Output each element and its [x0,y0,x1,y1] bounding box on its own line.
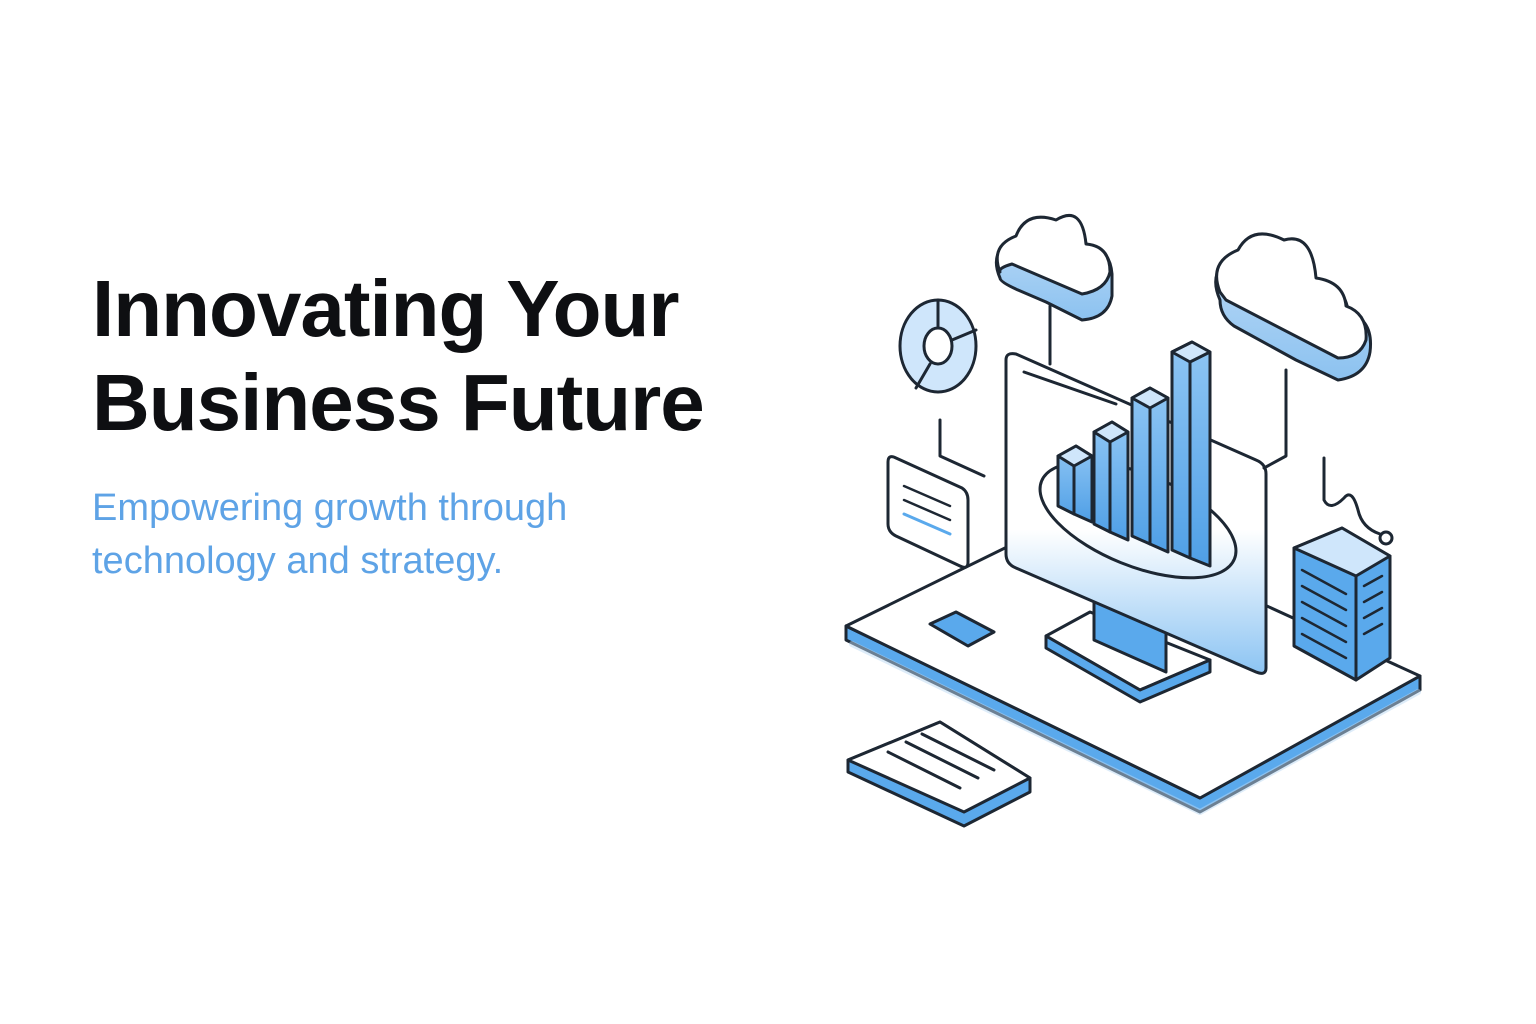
hero-text-block: Innovating Your Business Future Empoweri… [92,262,812,588]
subtitle-line-2: technology and strategy. [92,540,504,582]
cloud-icon [1214,232,1373,382]
headline-line-2: Business Future [92,358,705,447]
connector-lines [938,304,1394,546]
keyboard-icon [846,720,1032,828]
monitor-stand [1044,598,1212,704]
page-title: Innovating Your Business Future [92,262,812,450]
subtitle-line-1: Empowering growth through [92,487,568,529]
donut-chart-icon [898,298,978,394]
cloud-icon [995,214,1114,322]
bar-chart-icon [1056,340,1212,568]
server-icon [1292,526,1392,682]
mouse-icon [928,610,996,648]
page-subtitle: Empowering growth through technology and… [92,482,812,588]
document-card-icon [886,455,970,569]
headline-line-1: Innovating Your [92,264,679,353]
